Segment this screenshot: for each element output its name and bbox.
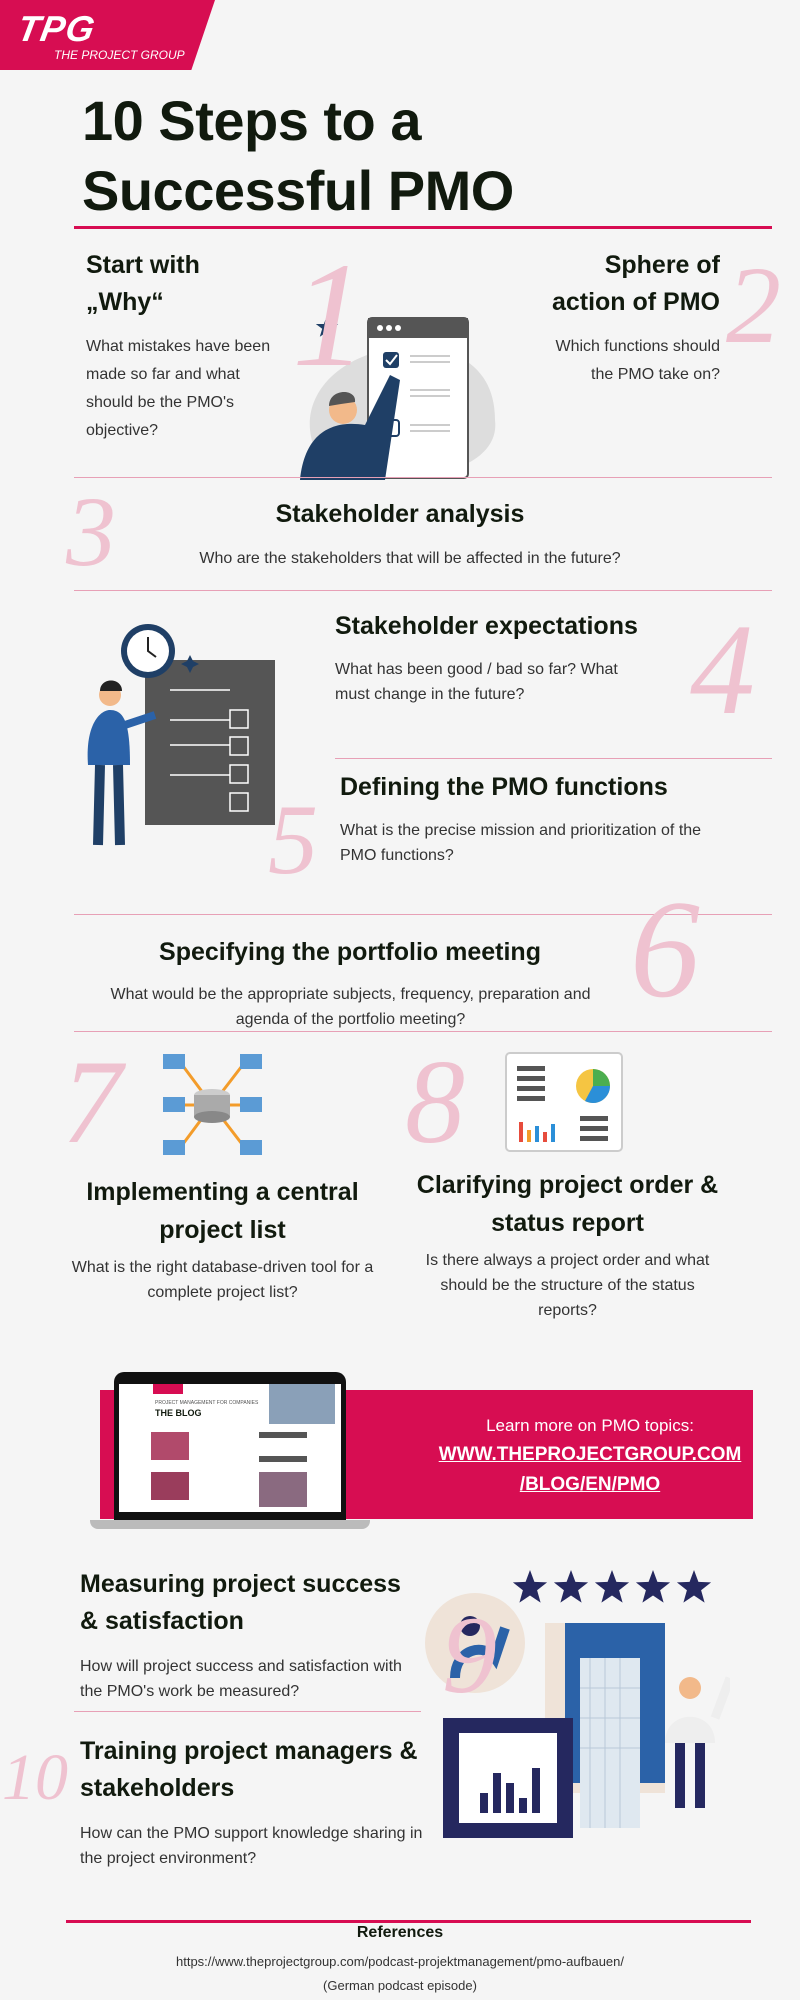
laptop-base xyxy=(90,1520,370,1529)
step-text: What has been good / bad so far? What mu… xyxy=(335,661,618,703)
divider xyxy=(74,590,772,591)
laptop-heading: THE BLOG xyxy=(155,1408,202,1418)
step-number-3: 3 xyxy=(66,476,116,587)
step-text: Which functions should the PMO take on? xyxy=(555,338,720,383)
laptop-screen: PROJECT MANAGEMENT FOR COMPANIES THE BLO… xyxy=(119,1384,341,1512)
step-number-2: 2 xyxy=(726,244,781,366)
step-8: Clarifying project order & status report… xyxy=(415,1166,720,1323)
step-3-title: Stakeholder analysis xyxy=(275,500,525,528)
title-line-2: Successful PMO xyxy=(82,159,514,222)
step-6-text: What would be the appropriate subjects, … xyxy=(110,986,591,1028)
tpg-logo[interactable]: TPG THE PROJECT GROUP xyxy=(0,0,215,70)
step-text: What is the right database-driven tool f… xyxy=(71,1259,374,1301)
star-icon xyxy=(676,1570,712,1603)
step-6-title: Specifying the portfolio meeting xyxy=(159,938,541,966)
divider xyxy=(74,477,772,478)
laptop: PROJECT MANAGEMENT FOR COMPANIES THE BLO… xyxy=(114,1372,346,1520)
step-7: Implementing a central project list What… xyxy=(60,1173,385,1305)
step-text: How will project success and satisfactio… xyxy=(80,1658,402,1700)
step-text: How can the PMO support knowledge sharin… xyxy=(80,1825,423,1867)
logo-mark: TPG xyxy=(14,8,99,49)
step-text: What mistakes have been made so far and … xyxy=(86,338,271,439)
step-title: „Why“ xyxy=(86,288,164,316)
divider xyxy=(74,1711,421,1712)
step-title: action of PMO xyxy=(551,288,720,316)
step-number-8: 8 xyxy=(405,1035,465,1168)
clock-checklist-illustration xyxy=(87,624,275,846)
step-title: Stakeholder expectations xyxy=(335,612,638,640)
step-text: What is the precise mission and prioriti… xyxy=(340,822,702,864)
step-title: Measuring project success & satisfaction xyxy=(80,1570,401,1635)
title-line-1: 10 Steps to a xyxy=(82,89,421,152)
step-title: Implementing a central project list xyxy=(86,1178,359,1244)
divider xyxy=(74,1031,772,1032)
banner-intro: Learn more on PMO topics: xyxy=(486,1416,694,1435)
references-heading: References xyxy=(356,1924,444,1941)
step-title: Start with xyxy=(86,251,200,279)
step-title: Defining the PMO functions xyxy=(340,773,668,801)
step-title: Clarifying project order & status report xyxy=(416,1171,719,1237)
laptop-hero-image xyxy=(269,1384,335,1424)
star-icon xyxy=(594,1570,630,1603)
laptop-logo xyxy=(153,1384,183,1394)
step-5: Defining the PMO functions What is the p… xyxy=(340,769,720,868)
step-10: Training project managers & stakeholders… xyxy=(80,1733,425,1871)
step-number-6: 6 xyxy=(630,872,700,1027)
step-title: Training project managers & stakeholders xyxy=(80,1737,418,1802)
reference-note: (German podcast episode) xyxy=(323,1978,477,1993)
checklist-illustration xyxy=(300,316,496,480)
database-network-illustration xyxy=(163,1054,262,1155)
step-1: Start with „Why“ What mistakes have been… xyxy=(86,247,286,445)
rating-stars xyxy=(512,1570,712,1603)
divider xyxy=(335,758,772,759)
report-dashboard-illustration xyxy=(505,1052,623,1152)
step-number-10: 10 xyxy=(2,1741,68,1814)
blog-link-path[interactable]: /BLOG/EN/PMO xyxy=(519,1474,661,1495)
divider xyxy=(74,226,772,229)
step-number-4: 4 xyxy=(690,598,755,742)
page-title: 10 Steps to a Successful PMO xyxy=(82,86,514,226)
star-icon xyxy=(635,1570,671,1603)
blog-link[interactable]: WWW.THEPROJECTGROUP.COM xyxy=(438,1444,742,1465)
divider xyxy=(66,1920,751,1923)
reference-link[interactable]: https://www.theprojectgroup.com/podcast-… xyxy=(175,1954,625,1969)
step-2: Sphere of action of PMO Which functions … xyxy=(530,247,720,389)
step-number-9: 9 xyxy=(442,1594,497,1716)
divider xyxy=(74,914,772,915)
laptop-subtitle: PROJECT MANAGEMENT FOR COMPANIES xyxy=(155,1400,259,1406)
step-text: Is there always a project order and what… xyxy=(425,1252,710,1319)
step-number-1: 1 xyxy=(292,232,367,398)
step-title: Sphere of xyxy=(604,251,720,279)
success-illustration xyxy=(425,1570,730,1838)
step-number-7: 7 xyxy=(62,1035,122,1168)
step-number-5: 5 xyxy=(268,784,318,895)
step-3-text: Who are the stakeholders that will be af… xyxy=(199,550,621,567)
step-9: Measuring project success & satisfaction… xyxy=(80,1566,425,1704)
star-icon xyxy=(553,1570,589,1603)
logo-subtitle: THE PROJECT GROUP xyxy=(54,48,185,62)
star-icon xyxy=(512,1570,548,1603)
step-4: Stakeholder expectations What has been g… xyxy=(335,608,655,707)
